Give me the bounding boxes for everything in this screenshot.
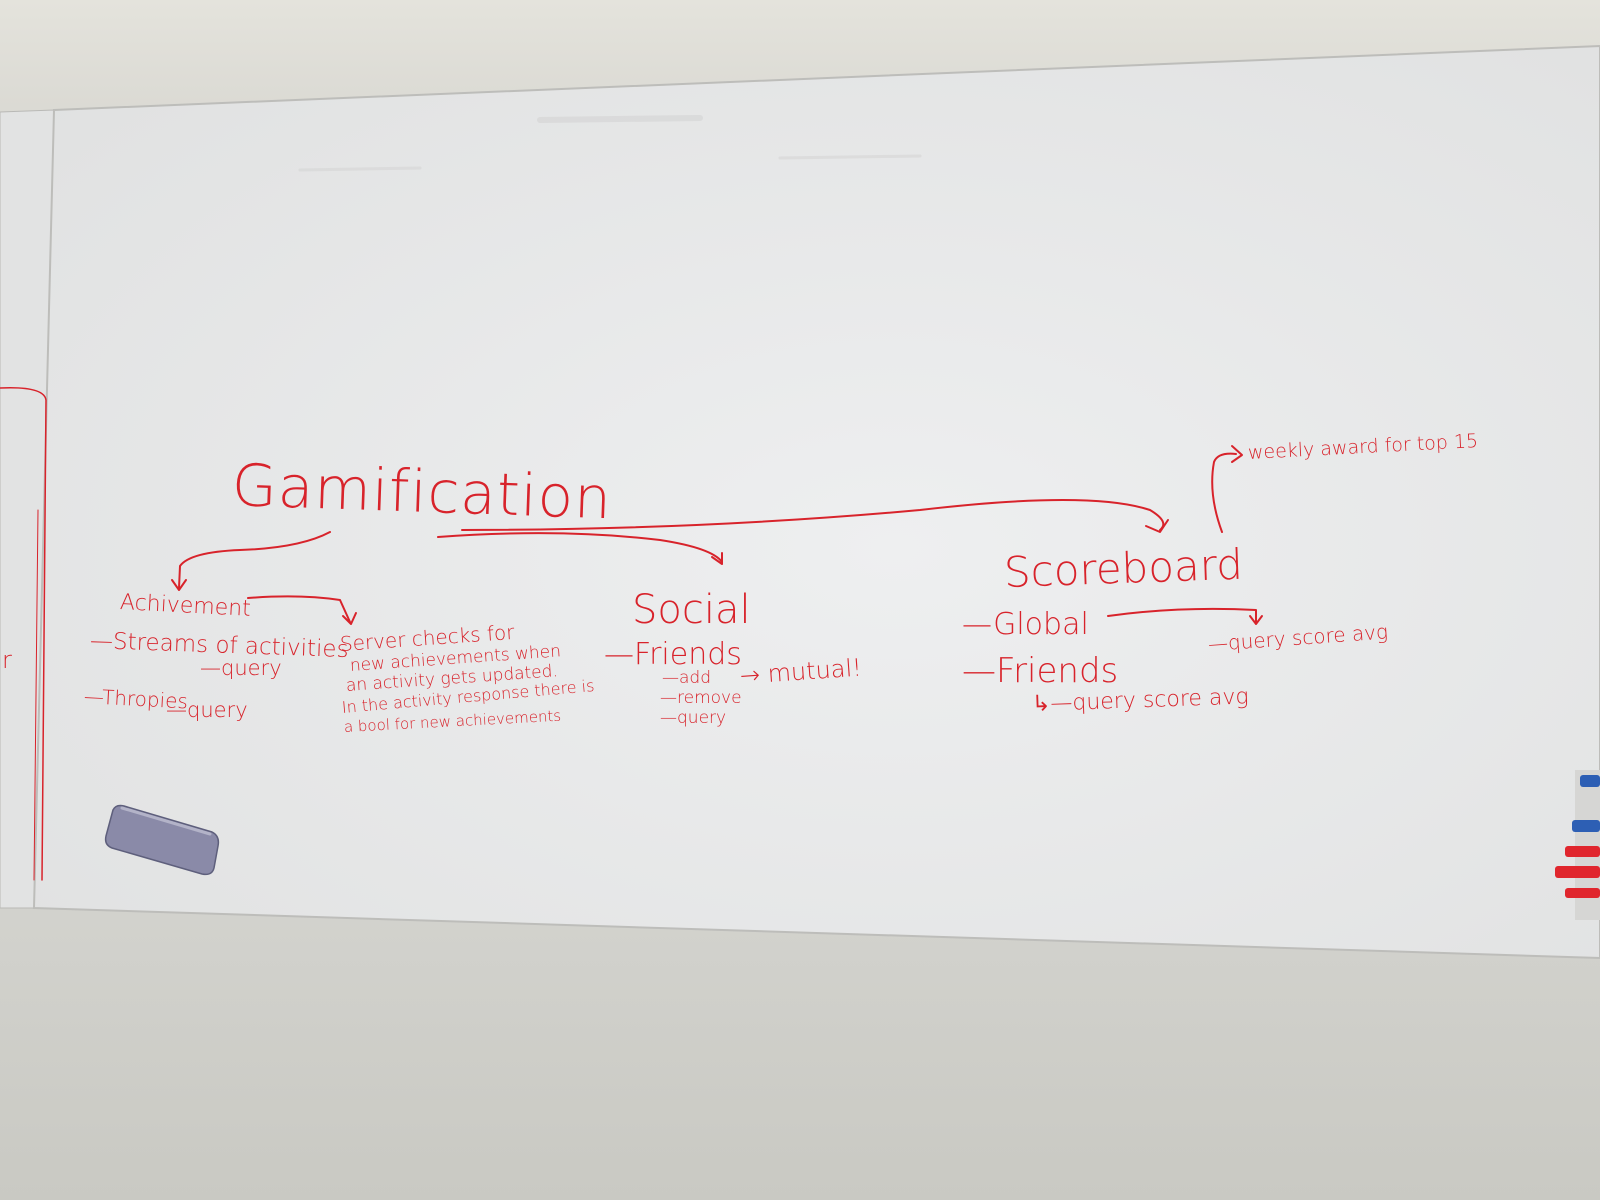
left-edge-letter: r [2, 646, 12, 674]
social-heading: Social [632, 587, 751, 633]
marker-blue [1580, 775, 1600, 787]
scoreboard-heading: Scoreboard [1003, 539, 1244, 597]
center-title: Gamification [230, 451, 614, 533]
social-friends: —Friends [604, 637, 742, 672]
achievement-trophies-query: —query [166, 698, 248, 722]
social-remove: —remove [660, 688, 742, 708]
social-query: —query [660, 708, 727, 728]
social-add: —add [662, 668, 711, 688]
scoreboard-global: —Global [962, 607, 1089, 642]
achievement-streams-query: —query [200, 656, 282, 680]
scoreboard-friends: —Friends [962, 651, 1119, 691]
marker-red [1565, 846, 1600, 857]
whiteboard [32, 44, 1600, 960]
